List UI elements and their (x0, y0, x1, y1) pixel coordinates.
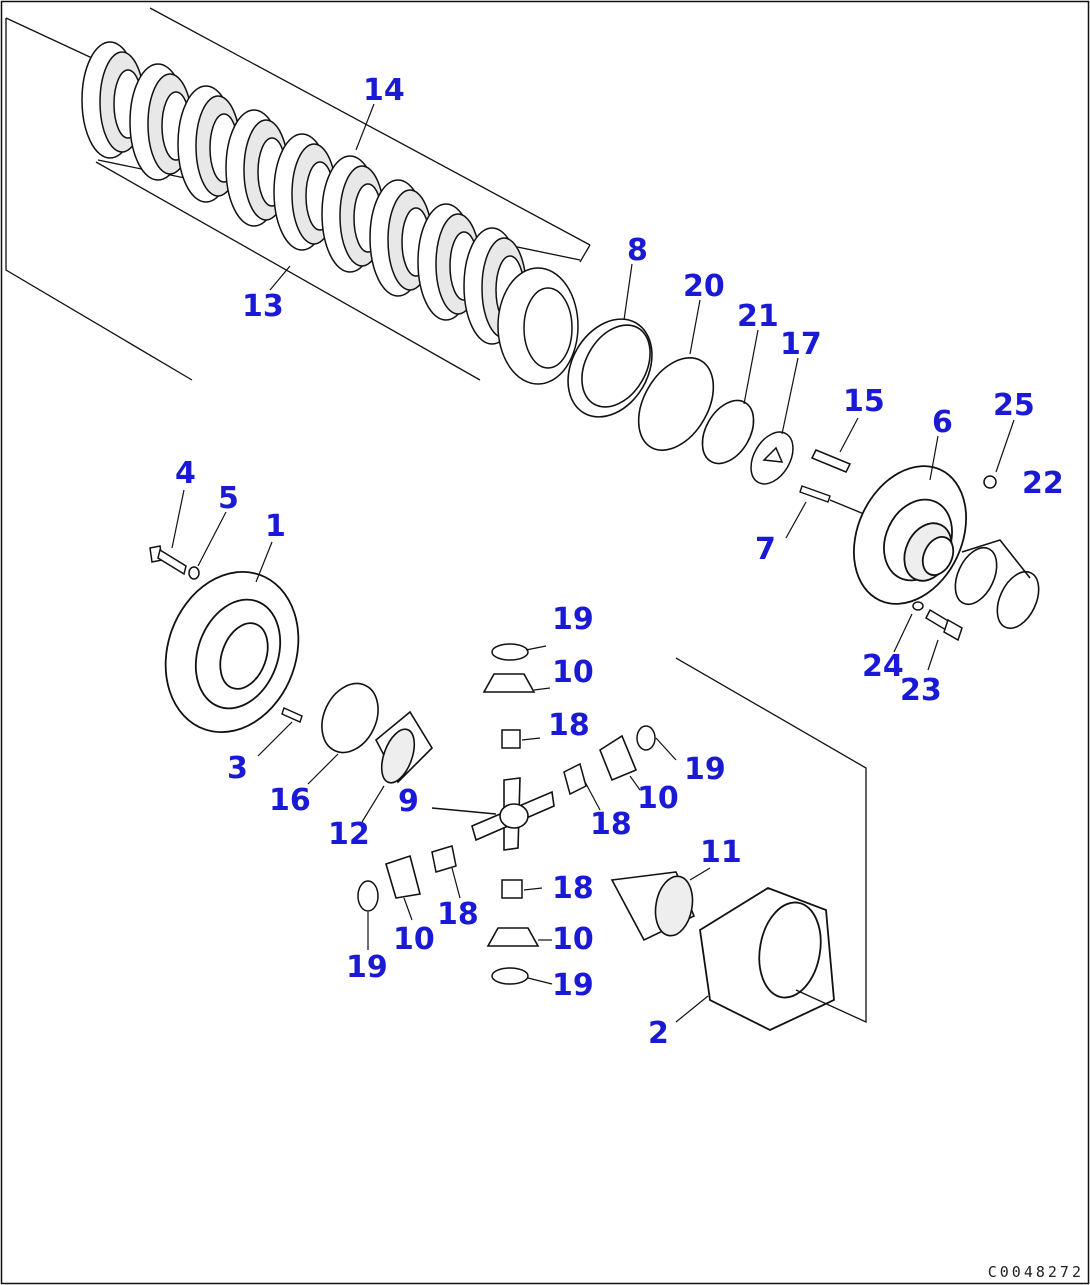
callout-2: 2 (648, 1016, 669, 1051)
bushing-part-18 (501, 879, 523, 899)
callout-3: 3 (227, 751, 248, 786)
pin-part-15 (810, 449, 852, 473)
plate-part-17 (750, 431, 794, 485)
pin-part-7 (799, 485, 865, 515)
bushing-part-18 (431, 845, 457, 873)
pin-part-3 (281, 707, 303, 723)
clutch-disc (417, 203, 481, 321)
callout-7: 7 (755, 532, 776, 567)
bolt-part-25 (983, 475, 997, 489)
callout-13: 13 (242, 289, 284, 324)
pinion-part-10 (599, 734, 638, 782)
case-part-2 (699, 887, 835, 1031)
pinion-part-10 (486, 927, 540, 947)
leader-lines (171, 103, 1015, 1023)
callout-1: 1 (265, 509, 286, 544)
pinion-part-10 (482, 673, 536, 693)
callout-15: 15 (843, 384, 885, 419)
callout-22: 22 (1022, 466, 1064, 501)
callout-18: 18 (590, 807, 632, 842)
bushing-part-18 (501, 729, 521, 749)
clutch-discs (81, 41, 579, 385)
callout-9: 9 (398, 784, 419, 819)
callout-19: 19 (684, 752, 726, 787)
washer-part-19 (636, 725, 656, 751)
bolt-part-4 (149, 545, 187, 576)
snap-rings-part-22 (954, 539, 1040, 630)
bolt-part-23 (925, 608, 963, 642)
callout-12: 12 (328, 817, 370, 852)
washer-part-19 (491, 643, 529, 661)
callout-4: 4 (175, 456, 196, 491)
callout-18: 18 (548, 708, 590, 743)
clutch-disc (497, 267, 579, 385)
washer-part-5 (188, 566, 200, 580)
callout-24: 24 (862, 649, 904, 684)
callout-11: 11 (700, 835, 742, 870)
pinion-part-10 (385, 854, 421, 899)
callout-17: 17 (780, 327, 822, 362)
spider-part-9 (431, 777, 555, 851)
seal-ring-part-20 (637, 357, 715, 451)
callout-20: 20 (683, 269, 725, 304)
thrust-washer-part-16 (321, 682, 379, 754)
callout-19: 19 (552, 968, 594, 1003)
callout-21: 21 (737, 299, 779, 334)
bushing-part-18 (563, 762, 587, 796)
washer-part-19 (491, 967, 529, 985)
washer-part-19 (357, 880, 379, 912)
callout-8: 8 (627, 233, 648, 268)
flange-part-1 (164, 570, 300, 734)
gear-part-11 (610, 871, 696, 942)
drawing-code: C0048272 (987, 1263, 1084, 1281)
callout-16: 16 (269, 783, 311, 818)
seal-ring-part-21 (701, 399, 755, 465)
callout-18: 18 (437, 897, 479, 932)
callout-19: 19 (552, 602, 594, 637)
piston-ring-part-8 (567, 318, 653, 418)
side-gear-part-12 (374, 710, 434, 784)
callout-14: 14 (363, 73, 405, 108)
callout-25: 25 (993, 388, 1035, 423)
callout-19: 19 (346, 950, 388, 985)
callout-10: 10 (552, 655, 594, 690)
callout-10: 10 (393, 922, 435, 957)
callout-10: 10 (552, 922, 594, 957)
callout-23: 23 (900, 673, 942, 708)
housing-part-6 (853, 465, 967, 605)
callout-10: 10 (637, 781, 679, 816)
callout-5: 5 (218, 481, 239, 516)
callout-6: 6 (932, 405, 953, 440)
case-group-bracket (675, 657, 867, 1024)
callout-18: 18 (552, 871, 594, 906)
washer-part-24 (912, 601, 924, 611)
